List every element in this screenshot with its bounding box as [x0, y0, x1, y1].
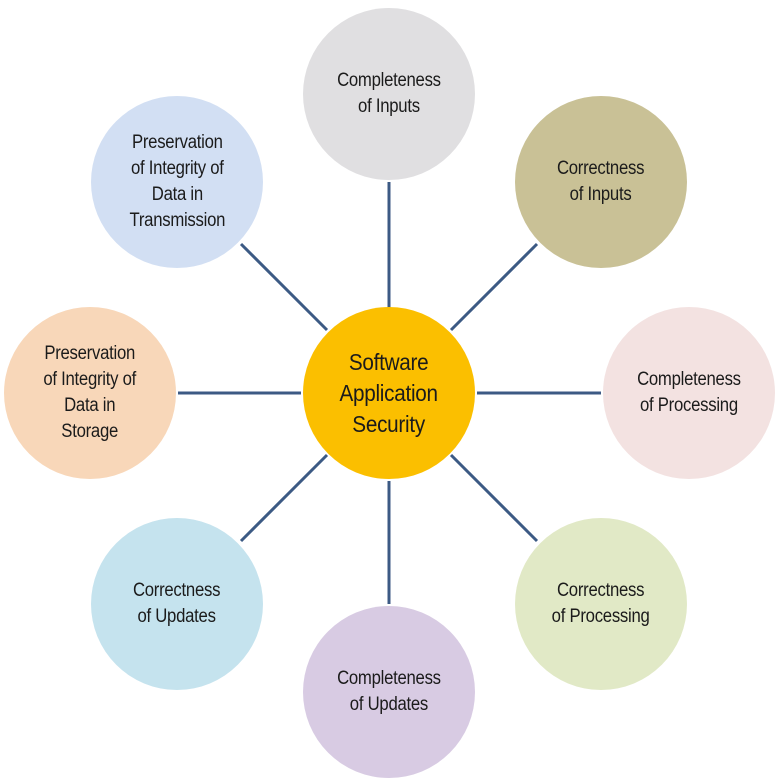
center-label: Software Application Security: [339, 348, 439, 437]
center-node: Software Application Security: [303, 307, 475, 479]
connector-bottom-left: [239, 453, 329, 543]
node-preservation-transmission: Preservation of Integrity of Data in Tra…: [91, 96, 263, 268]
node-label: Correctness of Updates: [133, 580, 221, 627]
node-completeness-of-updates: Completeness of Updates: [303, 606, 475, 778]
node-label: Preservation of Integrity of Data in Sto…: [43, 343, 137, 442]
node-preservation-storage: Preservation of Integrity of Data in Sto…: [4, 307, 176, 479]
node-completeness-of-inputs: Completeness of Inputs: [303, 8, 475, 180]
node-label: Completeness of Updates: [337, 668, 441, 715]
node-correctness-of-processing: Correctness of Processing: [515, 518, 687, 690]
node-completeness-of-processing: Completeness of Processing: [603, 307, 775, 479]
connector-top-left: [239, 242, 329, 332]
connector-top-right: [449, 242, 539, 332]
node-label: Preservation of Integrity of Data in Tra…: [129, 132, 225, 231]
node-label: Completeness of Inputs: [337, 70, 441, 117]
node-label: Correctness of Inputs: [557, 158, 645, 205]
node-correctness-of-inputs: Correctness of Inputs: [515, 96, 687, 268]
connector-bottom-right: [449, 453, 539, 543]
node-label: Correctness of Processing: [552, 580, 650, 627]
node-label: Completeness of Processing: [637, 369, 741, 416]
node-correctness-of-updates: Correctness of Updates: [91, 518, 263, 690]
